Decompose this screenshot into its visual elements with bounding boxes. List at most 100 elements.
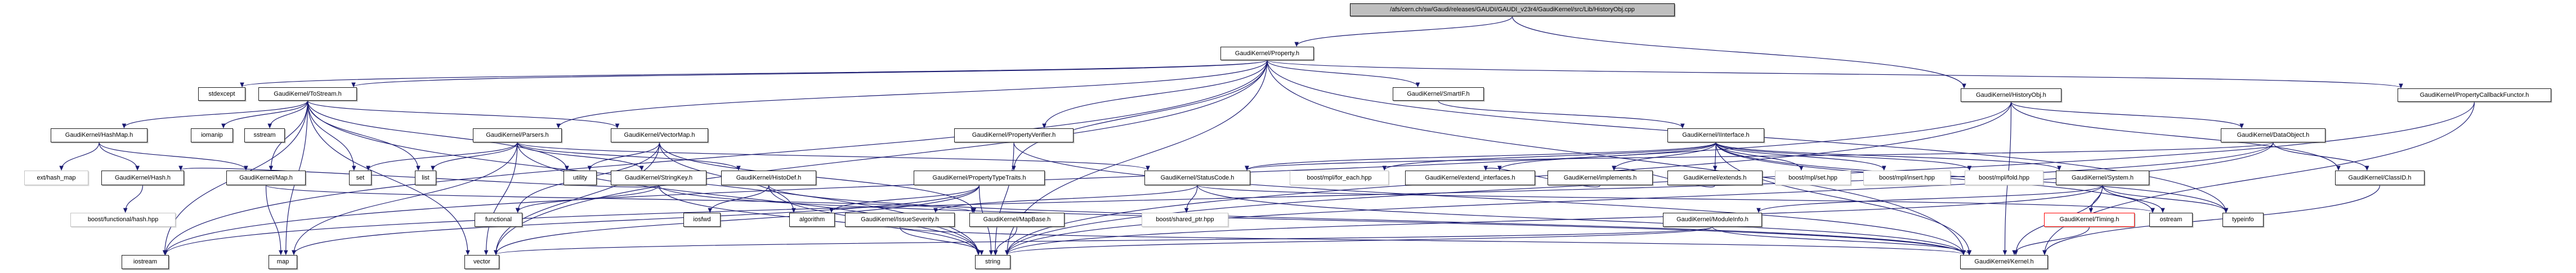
- edge-parsers_h-to-string: [517, 142, 981, 256]
- graph-node-tostream_h[interactable]: GaudiKernel/ToStream.h: [258, 87, 357, 101]
- graph-node-vectormap_h[interactable]: GaudiKernel/VectorMap.h: [611, 128, 708, 142]
- edge-map_h-to-mapbase_h: [265, 185, 975, 213]
- edge-parsers_h-to-statuscode_h: [517, 142, 1150, 171]
- edge-iinterface_h-to-kernel_h: [1715, 142, 1972, 256]
- graph-node-iomanip: iomanip: [191, 128, 233, 142]
- edge-parsers_h-to-histodef_h: [517, 142, 741, 171]
- edge-proptypetraits_h-to-vector: [494, 185, 980, 256]
- edge-tostream_h-to-sstream: [267, 100, 308, 129]
- graph-node-classid_h[interactable]: GaudiKernel/ClassID.h: [2335, 171, 2425, 185]
- edge-classid_h-to-kernel_h: [2042, 185, 2381, 256]
- edge-tostream_h-to-hashmap_h: [122, 100, 308, 129]
- graph-node-vector: vector: [464, 255, 499, 269]
- graph-node-mpl_fold: boost/mpl/fold.hpp: [1965, 171, 2043, 185]
- edge-proptypetraits_h-to-map: [292, 185, 980, 256]
- graph-node-extend_interfaces_h[interactable]: GaudiKernel/extend_interfaces.h: [1405, 171, 1535, 185]
- edge-vectormap_h-to-utility: [587, 142, 660, 171]
- edge-property_h-to-stdexcept: [240, 60, 1268, 88]
- graph-node-string: string: [975, 255, 1010, 269]
- graph-node-list: list: [415, 171, 436, 185]
- edge-tostream_h-to-utility: [307, 100, 569, 171]
- edge-stringkey_h-to-functional: [515, 185, 659, 213]
- edge-propverifier_h-to-string: [993, 142, 1014, 256]
- graph-node-root: /afs/cern.ch/sw/Gaudi/releases/GAUDI/GAU…: [1350, 3, 1675, 16]
- graph-node-mapbase_h[interactable]: GaudiKernel/MapBase.h: [969, 213, 1065, 227]
- graph-node-statuscode_h[interactable]: GaudiKernel/StatusCode.h: [1144, 171, 1250, 185]
- edge-parsers_h-to-stringkey_h: [517, 142, 644, 171]
- graph-node-issueseverity_h[interactable]: GaudiKernel/IssueSeverity.h: [845, 213, 955, 227]
- graph-node-property_h[interactable]: GaudiKernel/Property.h: [1220, 47, 1314, 60]
- graph-node-mpl_insert: boost/mpl/insert.hpp: [1863, 171, 1951, 185]
- edge-iinterface_h-to-system_h: [1715, 142, 2061, 171]
- edge-propverifier_h-to-kernel_h: [1013, 142, 1966, 256]
- edge-proptypetraits_h-to-algorithm: [829, 185, 980, 213]
- graph-node-iosfwd: iosfwd: [683, 213, 721, 227]
- edge-tostream_h-to-vector: [307, 100, 470, 256]
- graph-node-iinterface_h[interactable]: GaudiKernel/IInterface.h: [1667, 128, 1764, 142]
- graph-node-moduleinfo_h[interactable]: GaudiKernel/ModuleInfo.h: [1663, 213, 1762, 227]
- graph-node-map_h[interactable]: GaudiKernel/Map.h: [226, 171, 306, 185]
- graph-node-extends_h[interactable]: GaudiKernel/extends.h: [1667, 171, 1763, 185]
- edge-system_h-to-timing_h: [2088, 185, 2103, 213]
- graph-node-typeinfo: typeinfo: [2222, 213, 2264, 227]
- edge-issueseverity_h-to-string: [899, 226, 984, 256]
- edge-parsers_h-to-set: [366, 142, 518, 171]
- edge-moduleinfo_h-to-kernel_h: [1712, 226, 1971, 256]
- edge-iinterface_h-to-mpl_insert: [1715, 142, 1886, 171]
- graph-node-hash_h[interactable]: GaudiKernel/Hash.h: [101, 171, 184, 185]
- edge-statuscode_h-to-kernel_h: [1197, 185, 1966, 256]
- edge-parsers_h-to-vector: [484, 142, 518, 256]
- graph-node-ostream: ostream: [2149, 213, 2193, 227]
- edge-hashmap_h-to-ext_hash_map: [59, 142, 100, 171]
- edge-property_h-to-tostream_h: [351, 60, 1268, 88]
- graph-node-hashmap_h[interactable]: GaudiKernel/HashMap.h: [51, 128, 147, 142]
- graph-node-boost_shared_ptr: boost/shared_ptr.hpp: [1142, 213, 1228, 227]
- edge-tostream_h-to-list: [307, 100, 421, 171]
- edge-system_h-to-string: [1005, 185, 2103, 256]
- graph-node-proptypetraits_h[interactable]: GaudiKernel/PropertyTypeTraits.h: [914, 171, 1045, 185]
- edge-histodef_h-to-kernel_h: [768, 185, 1966, 256]
- graph-node-implements_h[interactable]: GaudiKernel/implements.h: [1548, 171, 1653, 185]
- graph-node-histodef_h[interactable]: GaudiKernel/HistoDef.h: [721, 171, 816, 185]
- edge-dataobject_h-to-classid_h: [2273, 142, 2369, 171]
- graph-node-propverifier_h[interactable]: GaudiKernel/PropertyVerifier.h: [954, 128, 1074, 142]
- graph-node-iostream: iostream: [122, 255, 169, 269]
- graph-node-mpl_set: boost/mpl/set.hpp: [1775, 171, 1851, 185]
- graph-node-parsers_h[interactable]: GaudiKernel/Parsers.h: [473, 128, 562, 142]
- graph-node-stringkey_h[interactable]: GaudiKernel/StringKey.h: [611, 171, 706, 185]
- edge-iinterface_h-to-mpl_for_each: [1382, 142, 1716, 171]
- edge-property_h-to-proptypetraits_h: [1012, 60, 1268, 171]
- edge-statuscode_h-to-issueseverity_h: [933, 185, 1198, 213]
- graph-node-functional: functional: [475, 213, 522, 227]
- edge-dataobject_h-to-string: [1005, 142, 2274, 256]
- edge-iinterface_h-to-statuscode_h: [1245, 142, 1716, 171]
- edge-property_h-to-parsers_h: [556, 60, 1268, 129]
- edge-root-to-historyobj_h: [1511, 16, 1966, 89]
- edge-property_h-to-smartif_h: [1267, 60, 1420, 88]
- edge-vectormap_h-to-mapbase_h: [659, 142, 977, 213]
- graph-node-system_h[interactable]: GaudiKernel/System.h: [2056, 171, 2149, 185]
- graph-node-timing_h[interactable]: GaudiKernel/Timing.h: [2044, 213, 2135, 227]
- graph-node-map: map: [269, 255, 297, 269]
- graph-node-utility: utility: [564, 171, 597, 185]
- graph-node-dataobject_h[interactable]: GaudiKernel/DataObject.h: [2221, 128, 2325, 142]
- edge-tostream_h-to-set: [307, 100, 356, 171]
- graph-node-set: set: [349, 171, 372, 185]
- graph-node-propcbf_h[interactable]: GaudiKernel/PropertyCallbackFunctor.h: [2398, 88, 2551, 102]
- graph-node-kernel_h[interactable]: GaudiKernel/Kernel.h: [1960, 255, 2048, 269]
- graph-node-historyobj_h[interactable]: GaudiKernel/HistoryObj.h: [1961, 88, 2061, 102]
- graph-node-smartif_h[interactable]: GaudiKernel/SmartIF.h: [1393, 87, 1484, 101]
- edge-tostream_h-to-iomanip: [221, 100, 308, 129]
- edge-tostream_h-to-vectormap_h: [307, 100, 620, 129]
- edge-historyobj_h-to-iostream: [163, 101, 2012, 256]
- edge-property_h-to-kernel_h: [1267, 60, 1966, 256]
- edge-map_h-to-map: [265, 185, 283, 256]
- edge-moduleinfo_h-to-string: [1005, 226, 1713, 256]
- edge-historyobj_h-to-dataobject_h: [2010, 101, 2244, 129]
- edge-iinterface_h-to-extend_interfaces_h: [1497, 142, 1716, 171]
- edge-system_h-to-typeinfo: [2102, 185, 2229, 213]
- graph-node-algorithm: algorithm: [789, 213, 835, 227]
- edge-hash_h-to-boost_hash: [123, 185, 144, 213]
